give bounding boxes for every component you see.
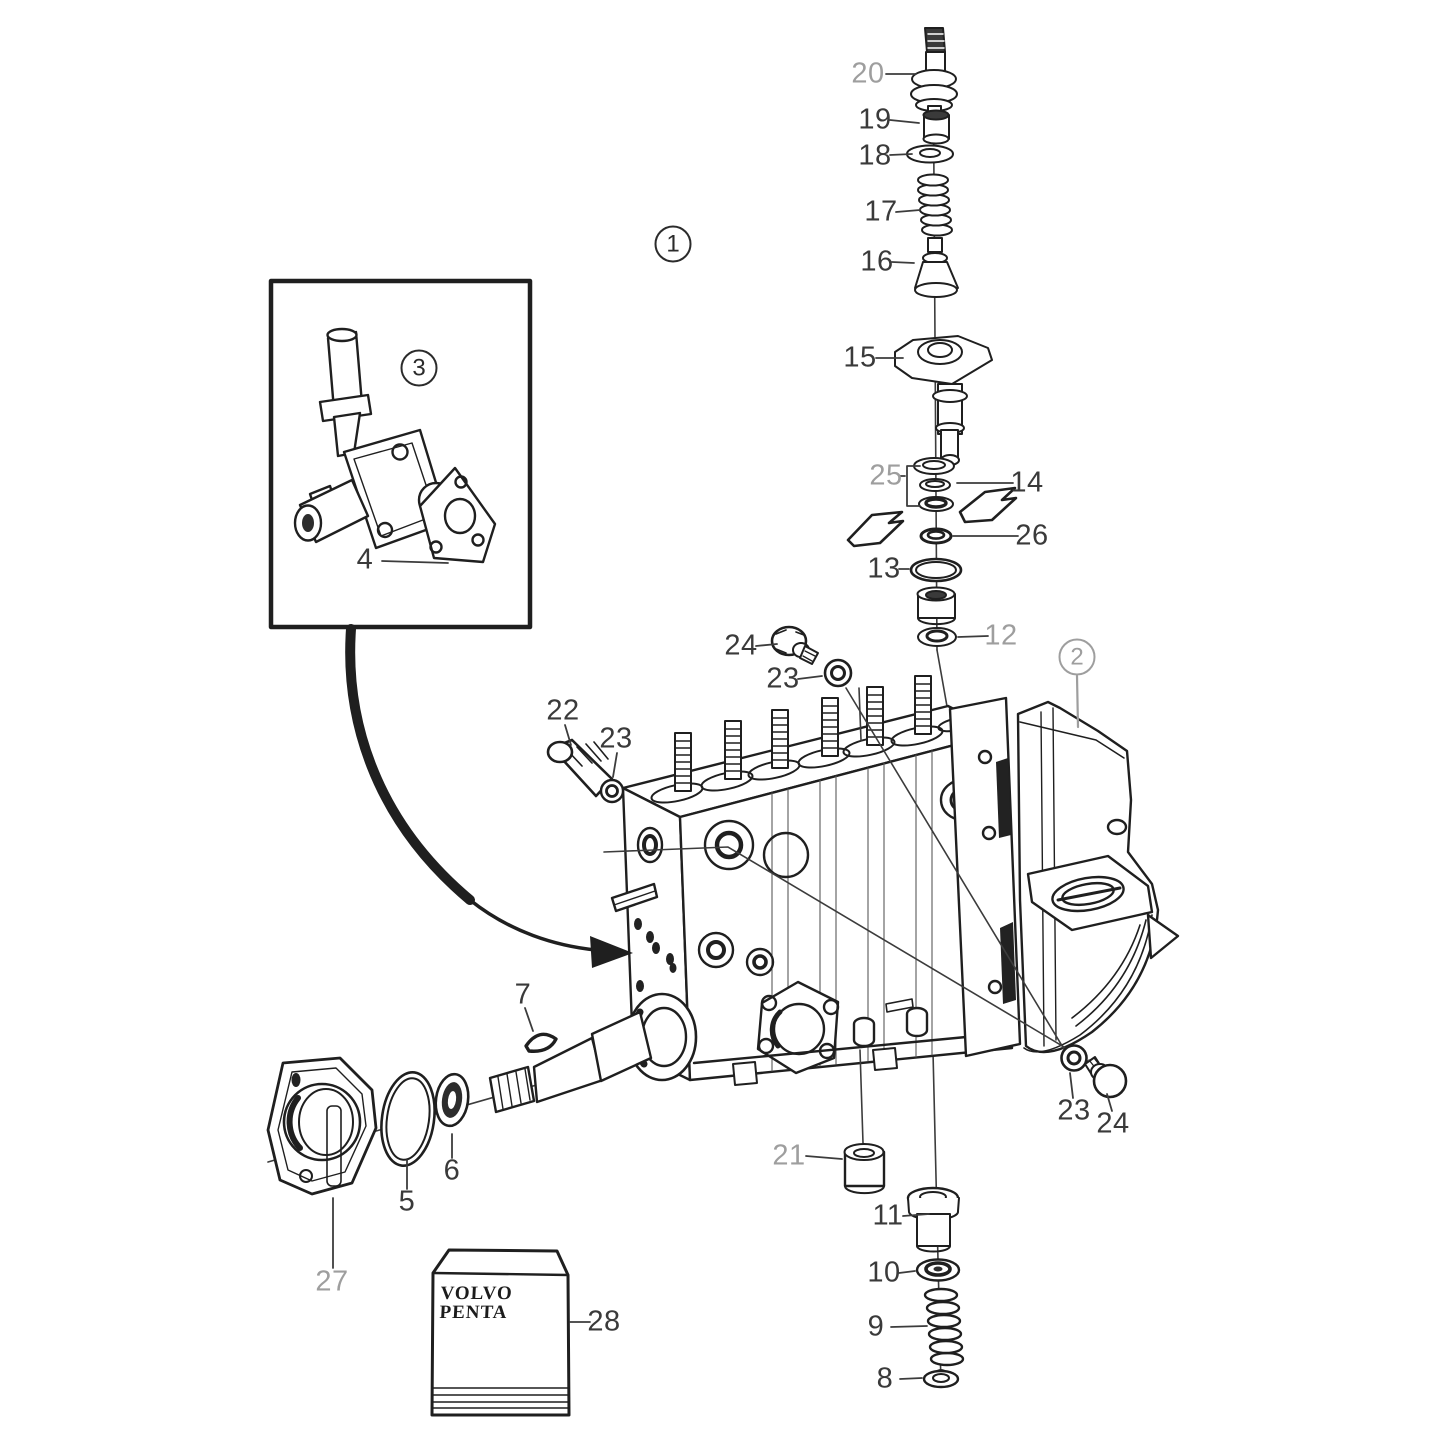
part-spring-clip-left [846,510,905,548]
gasket-kit-box [430,1248,571,1417]
part-25-washer-set [913,457,955,512]
reference-arrow [345,624,633,968]
part-5-o-ring [380,1071,436,1167]
drive-shaft [488,1010,653,1114]
part-label-7: 7 [514,978,532,1011]
part-label-5: 5 [398,1185,416,1218]
part-label-24: 24 [724,629,758,662]
balloon-2-leader [1075,674,1080,729]
part-10-seat-washer [915,1258,961,1282]
part-label-28: 28 [587,1305,621,1338]
part-23-washer-bottom [1060,1044,1088,1072]
part-label-15: 15 [843,341,877,374]
front-bosses [697,819,929,1048]
part-label-13: 13 [867,552,901,585]
part-label-23: 23 [1057,1094,1091,1127]
part-23-washer-top [823,658,853,688]
part-14-spring-clip [958,486,1018,524]
part-label-6: 6 [443,1154,461,1187]
bottom-rail [692,1031,1010,1086]
part-21-bushing [843,1143,886,1195]
part-label-9: 9 [867,1310,885,1343]
part-9-spring [923,1287,965,1367]
part-24-plug-bottom [1084,1056,1128,1099]
part-16-delivery-valve [914,237,959,298]
part-label-17: 17 [864,195,898,228]
governor-housing [1016,700,1180,1054]
part-label-24: 24 [1096,1107,1130,1140]
part-24-plug-top [770,625,819,665]
part-label-23: 23 [766,662,800,695]
part-12-washer [917,627,957,647]
group-balloon-3: 3 [400,349,438,387]
group-balloon-2: 2 [1058,638,1096,676]
part-label-27: 27 [315,1265,349,1298]
cross-lines [603,687,1092,1144]
part-19-sleeve [922,109,950,145]
leader-lines [332,73,1113,1380]
part-label-25: 25 [869,459,903,492]
part-label-4: 4 [356,543,374,576]
part-label-19: 19 [858,103,892,136]
part-label-14: 14 [1010,466,1044,499]
part-label-8: 8 [876,1362,894,1395]
part-4-gasket [418,466,497,564]
part-6-seal-ring [434,1072,470,1128]
part-label-21: 21 [772,1139,806,1172]
end-plate [948,696,1022,1058]
part-label-18: 18 [858,139,892,172]
part-15-plunger-flange [894,335,993,466]
left-face-details [610,826,677,992]
part-27-front-plate [266,1056,378,1196]
part-label-23: 23 [599,722,633,755]
part-26-washer [919,527,953,545]
inset-box [268,278,533,630]
part-label-16: 16 [860,245,894,278]
part-17-spring [917,173,953,237]
part-label-11: 11 [872,1199,904,1232]
part-8-spring-seat [922,1369,960,1389]
pump-body [610,674,1180,1086]
part-23-washer-left [599,778,625,804]
part-label-22: 22 [546,694,580,727]
part-13-o-ring [909,557,963,583]
group-balloon-1: 1 [654,225,692,263]
part-label-20: 20 [851,57,885,90]
part-7-woodruff-key [524,1032,558,1053]
part-label-12: 12 [984,619,1018,652]
part-label-26: 26 [1015,519,1049,552]
part-label-10: 10 [867,1256,901,1289]
part-spacer [916,586,956,626]
